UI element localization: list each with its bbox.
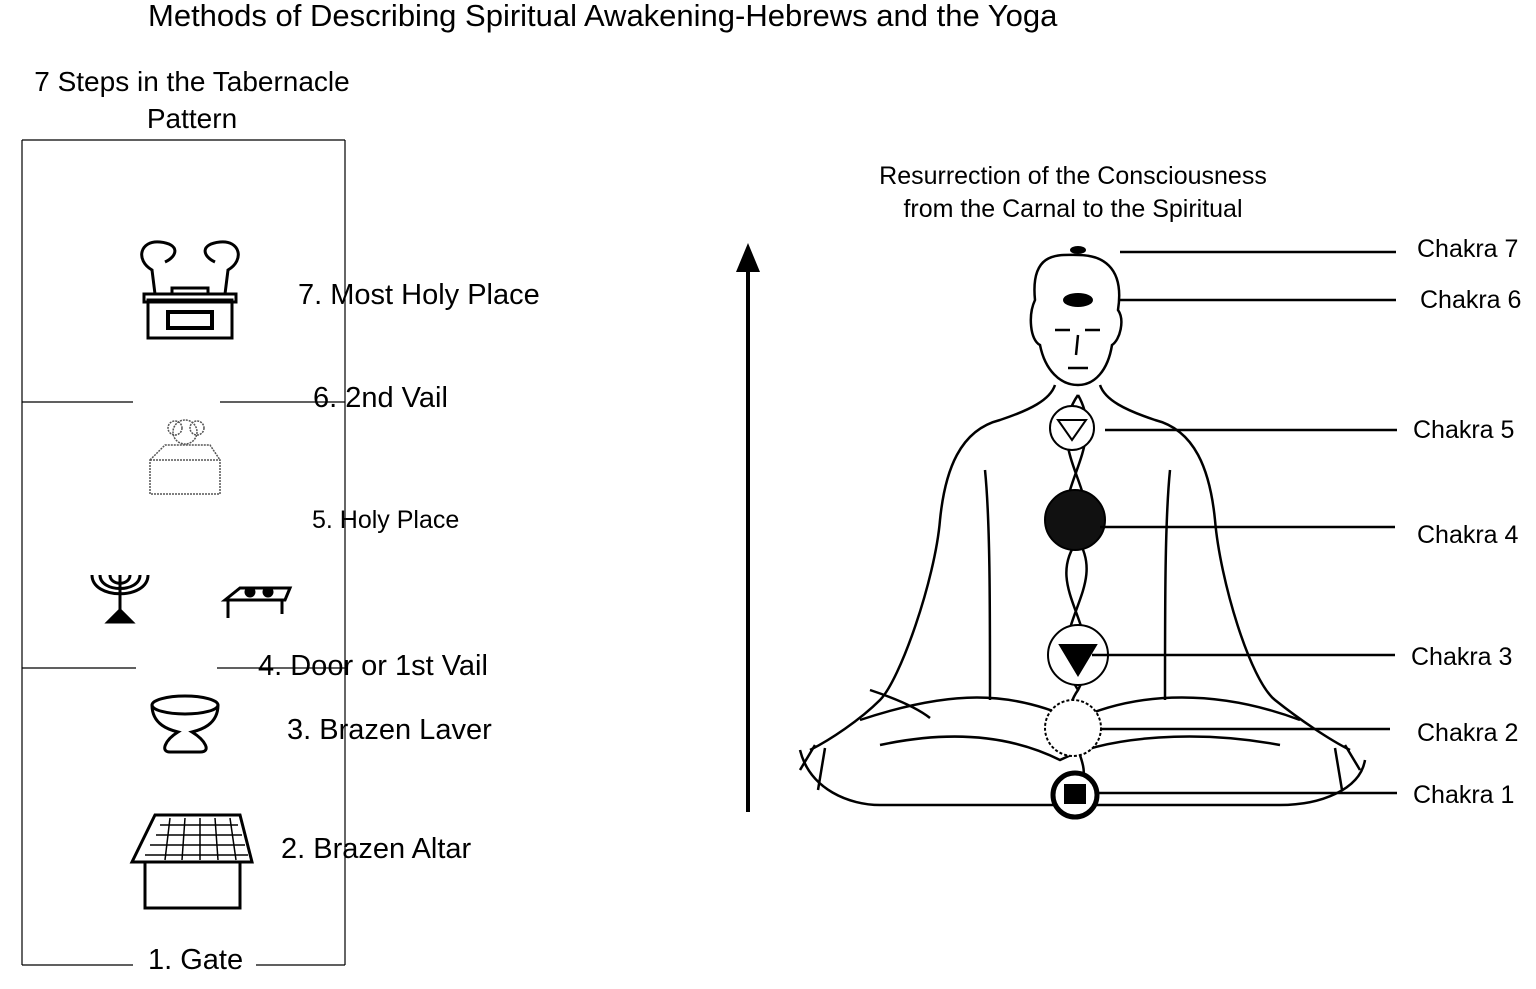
step-3-label: 3. Brazen Laver bbox=[287, 714, 492, 746]
chakra-6-label: Chakra 6 bbox=[1420, 286, 1522, 314]
ark-of-covenant-icon bbox=[140, 240, 240, 340]
tabernacle-heading-line2: Pattern bbox=[146, 103, 238, 134]
chakra-2-symbol bbox=[1044, 699, 1102, 757]
showbread-table-icon bbox=[220, 586, 293, 618]
step-1-label: 1. Gate bbox=[148, 944, 244, 976]
brazen-laver-icon bbox=[150, 694, 220, 754]
chakra-2-label: Chakra 2 bbox=[1417, 719, 1519, 747]
chakra-1-label: Chakra 1 bbox=[1413, 781, 1515, 809]
tabernacle-heading: 7 Steps in the Tabernacle Pattern bbox=[4, 63, 380, 137]
chakra-7-label: Chakra 7 bbox=[1417, 235, 1519, 263]
step-2-label: 2. Brazen Altar bbox=[281, 833, 472, 865]
tabernacle-heading-line1: 7 Steps in the Tabernacle bbox=[34, 66, 350, 97]
brazen-altar-icon bbox=[129, 813, 254, 910]
tabernacle-outline bbox=[21, 139, 346, 966]
step-5-label: 5. Holy Place bbox=[312, 506, 460, 534]
chakra-4-symbol bbox=[1044, 489, 1106, 551]
yoga-heading: Resurrection of the Consciousness from t… bbox=[840, 160, 1306, 226]
chakra-7-symbol bbox=[1070, 246, 1086, 254]
incense-altar-icon bbox=[149, 419, 221, 495]
chakra-leader-lines bbox=[1092, 250, 1397, 795]
chakra-5-symbol bbox=[1049, 405, 1095, 451]
chakra-3-label: Chakra 3 bbox=[1411, 643, 1513, 671]
step-6-label: 6. 2nd Vail bbox=[313, 382, 448, 414]
yoga-heading-line1: Resurrection of the Consciousness bbox=[879, 162, 1267, 190]
yoga-heading-line2: from the Carnal to the Spiritual bbox=[903, 195, 1243, 223]
step-4-label: 4. Door or 1st Vail bbox=[258, 650, 488, 682]
chakra-4-label: Chakra 4 bbox=[1417, 521, 1519, 549]
chakra-6-symbol bbox=[1063, 293, 1093, 307]
chakra-5-label: Chakra 5 bbox=[1413, 416, 1515, 444]
menorah-icon bbox=[90, 574, 150, 624]
diagram-title: Methods of Describing Spiritual Awakenin… bbox=[148, 0, 1058, 33]
step-7-label: 7. Most Holy Place bbox=[298, 279, 540, 311]
ascending-arrow-icon bbox=[736, 243, 760, 812]
chakra-symbols bbox=[1044, 246, 1109, 820]
